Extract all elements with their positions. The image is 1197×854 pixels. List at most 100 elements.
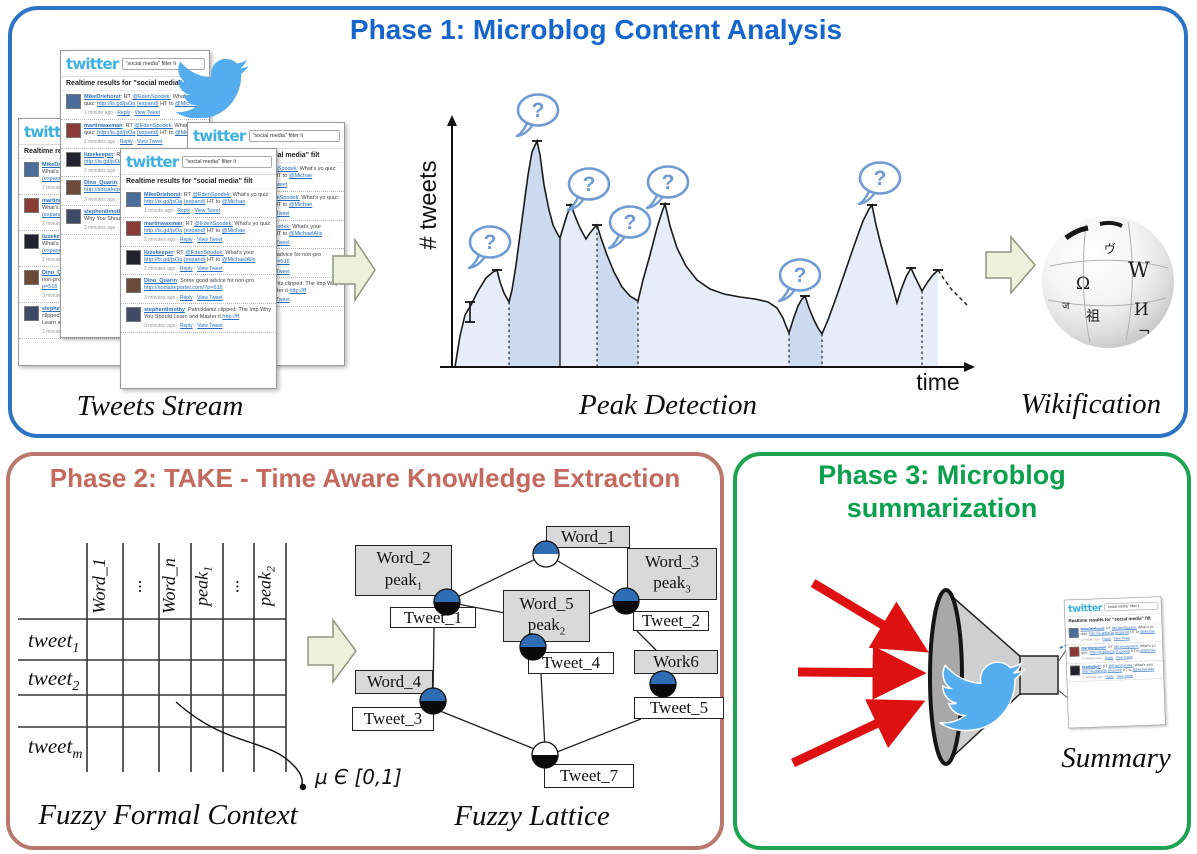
view-tweet-link[interactable]: View Tweet: [197, 323, 223, 330]
tweet-link[interactable]: http://is.gd/jsOa: [144, 199, 183, 206]
avatar: [24, 305, 39, 321]
tweet-username[interactable]: Dino_Quarin: [144, 278, 178, 285]
tweet-link[interactable]: @Michae: [175, 101, 199, 108]
tweet-link[interactable]: @EdenSpodek:: [185, 249, 224, 256]
tweet-meta: 1 minute ago - Reply - View Tweet: [144, 208, 220, 215]
tweet-username[interactable]: lizzekeeper: [144, 249, 174, 256]
tweet-username[interactable]: stephentimothy: [144, 307, 185, 314]
tweet-username[interactable]: lizzekeeper: [42, 233, 72, 240]
tweet-row: MikeDriehorst: RT @EdenSpodek: What's yo…: [61, 91, 209, 120]
avatar: [24, 197, 39, 213]
reply-link[interactable]: Reply: [117, 110, 131, 117]
tweet-link[interactable]: (expand): [183, 227, 206, 234]
tweet-link[interactable]: http://is.gd/jsOa: [1089, 631, 1115, 637]
tweet-link[interactable]: (expand): [42, 212, 64, 219]
tweet-link[interactable]: (expand): [42, 176, 64, 183]
tweet-link[interactable]: @EdenSpodek:: [192, 192, 232, 198]
reply-link[interactable]: Reply: [179, 323, 193, 330]
avatar: [1068, 627, 1079, 638]
tweet-link[interactable]: @EdenSpodek:: [259, 166, 299, 172]
tweet-link[interactable]: (expand): [183, 256, 206, 263]
view-tweet-link[interactable]: View Tweet: [194, 208, 220, 215]
tweet-link[interactable]: @EdenSpodek:: [134, 122, 173, 129]
twitter-logo: twitter: [126, 153, 179, 171]
tweet-link[interactable]: @Michae: [288, 173, 313, 180]
tweet-link[interactable]: (expand): [1114, 630, 1130, 636]
tweet-meta: 2 minutes ago - Reply - View Tweet: [84, 139, 163, 146]
tweet-row: Dino_Quarin: Some good advice for non-pr…: [121, 275, 276, 305]
tweet-link[interactable]: http://socialreporter.com/?p=516: [144, 285, 223, 292]
tweet-link[interactable]: (expand): [42, 248, 64, 255]
reply-link[interactable]: Reply: [179, 294, 193, 301]
tweet-username[interactable]: stephentimothy: [84, 209, 125, 216]
tweet-link[interactable]: @EdenSpodek:: [194, 220, 233, 227]
lattice-node-word4: Word_4: [355, 670, 433, 694]
tweet-text: lizzekeeper: RT @EdenSpodek: What's your…: [144, 250, 272, 273]
tweet-link[interactable]: http://is.gd/jsOa: [97, 129, 136, 136]
phase3-title-line1: Phase 3: Microblog: [818, 460, 1066, 490]
tweet-username[interactable]: MikeDriehorst: [84, 94, 121, 100]
tweet-link[interactable]: @MichaelAlis: [221, 256, 256, 263]
globe-glyph: 祖: [1086, 309, 1100, 325]
tweet-meta: 1 minute ago - Reply - View Tweet: [84, 110, 160, 117]
tweet-link[interactable]: @Michae: [1140, 648, 1156, 653]
tweet-username[interactable]: martinwaxman: [144, 220, 183, 227]
view-tweet-link[interactable]: View Tweet: [134, 110, 160, 117]
search-input[interactable]: "social media" filter li: [182, 156, 272, 168]
reply-link[interactable]: Reply: [179, 237, 193, 244]
view-tweet-link[interactable]: View Tweet: [1116, 673, 1134, 679]
tweet-link[interactable]: http://is.gd/jsOa: [84, 158, 123, 165]
reply-link[interactable]: Reply: [119, 139, 133, 146]
tweet-username[interactable]: Dino_Quarin: [42, 269, 76, 276]
view-tweet-link[interactable]: View Tweet: [197, 237, 223, 244]
reply-link[interactable]: Reply: [1104, 655, 1114, 661]
avatar: [24, 162, 39, 177]
tweet-link[interactable]: @Michae: [1139, 629, 1155, 635]
reply-link[interactable]: Reply: [177, 208, 191, 215]
tweet-username[interactable]: MikeDriehorst: [144, 192, 181, 198]
tweet-link[interactable]: http://is.gd/jsOa: [97, 101, 136, 108]
reply-link[interactable]: Reply: [1105, 674, 1114, 679]
tweet-link[interactable]: (expand): [183, 199, 206, 206]
reply-link[interactable]: Reply: [179, 265, 193, 272]
fuzzy-lattice-label: Fuzzy Lattice: [454, 800, 610, 832]
tweet-link[interactable]: (expand): [1107, 668, 1122, 673]
tweet-link[interactable]: @Michae: [221, 199, 246, 206]
search-input[interactable]: "social media" filter li: [1104, 601, 1159, 612]
view-tweet-link[interactable]: View Tweet: [197, 294, 223, 301]
tweet-username[interactable]: lizzekeeper: [84, 151, 114, 158]
phase3-title: Phase 3: Microblog summarization: [792, 459, 1092, 525]
tweet-link[interactable]: @EdenSpodek:: [261, 194, 300, 201]
tweet-row: lizzekeeper: RT @EdenSpodek: What's your…: [1066, 660, 1164, 683]
tweet-link[interactable]: http://is.gd/jsOa: [1081, 668, 1107, 674]
tweet-link[interactable]: http://ff: [289, 288, 307, 295]
tweet-link[interactable]: (expand): [136, 101, 159, 108]
tweet-link[interactable]: (expand): [1115, 649, 1130, 654]
lattice-node-word1: Word_1: [546, 526, 630, 548]
tweet-link[interactable]: @EdenSpodek:: [132, 94, 172, 100]
avatar: [24, 269, 39, 285]
view-tweet-link[interactable]: View Tweet: [197, 265, 223, 272]
view-tweet-link[interactable]: View Tweet: [137, 139, 163, 146]
tweet-link[interactable]: @MichaelAlis: [1132, 667, 1155, 672]
tweet-link[interactable]: http://is.gd/jsOa: [144, 227, 183, 234]
search-input[interactable]: "social media" filter li: [249, 130, 340, 142]
tweet-link[interactable]: http://is.gd/jsOa: [144, 256, 183, 263]
tweet-username[interactable]: martinwaxman: [84, 122, 123, 129]
globe-glyph: И: [1134, 300, 1149, 320]
tweet-link[interactable]: http://is.gd/jsOa: [1089, 649, 1115, 655]
tweet-link[interactable]: @Michae: [288, 201, 313, 208]
tweet-link[interactable]: http://ff: [222, 314, 240, 321]
tweet-username[interactable]: Dino_Quarin: [84, 180, 118, 187]
tweet-link[interactable]: @MichaelAlis: [288, 230, 323, 237]
tweet-link[interactable]: @Michae: [175, 130, 198, 136]
reply-link[interactable]: Reply: [1102, 637, 1111, 642]
tweet-link[interactable]: @Michae: [221, 227, 246, 234]
avatar: [126, 249, 141, 265]
lattice-node-tweet7: Tweet_7: [544, 764, 634, 788]
view-tweet-link[interactable]: View Tweet: [1115, 655, 1133, 660]
tweet-link[interactable]: (expand): [136, 129, 159, 136]
view-tweet-link[interactable]: View Tweet: [1113, 636, 1131, 642]
